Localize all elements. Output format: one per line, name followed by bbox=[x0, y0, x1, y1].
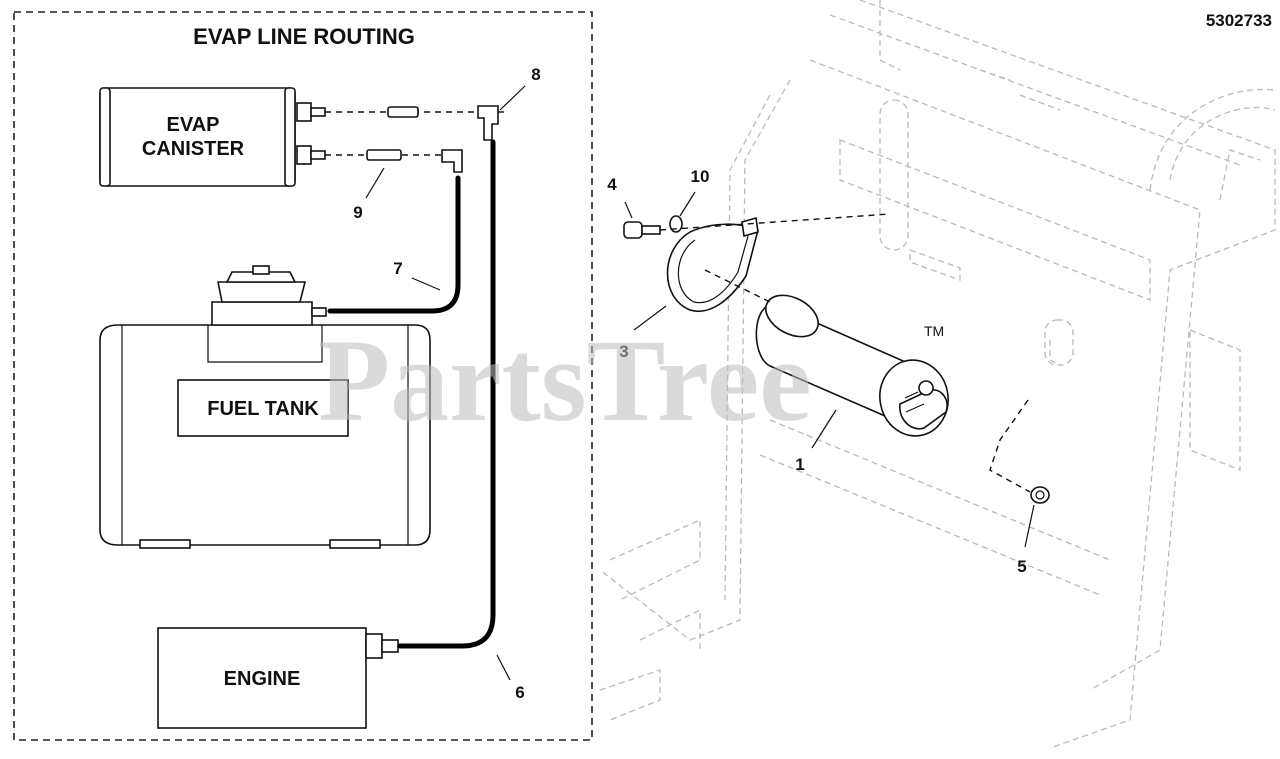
canister-lines bbox=[325, 105, 505, 173]
evap-canister bbox=[99, 87, 326, 187]
right-leaders bbox=[624, 191, 1035, 548]
hose-6 bbox=[397, 139, 496, 649]
hose-7 bbox=[327, 175, 461, 314]
fuel-tank-label: FUEL TANK bbox=[207, 398, 319, 420]
evap-canister-part bbox=[755, 294, 949, 437]
callout-8: 8 bbox=[531, 65, 540, 84]
frame-ghost bbox=[599, 0, 1276, 749]
engine-label: ENGINE bbox=[224, 668, 301, 690]
callout-10: 10 bbox=[691, 167, 710, 186]
routing-box bbox=[13, 11, 593, 741]
callout-4: 4 bbox=[607, 175, 617, 194]
callout-6: 6 bbox=[515, 683, 524, 702]
callout-3: 3 bbox=[619, 342, 628, 361]
watermark-tm: TM bbox=[924, 323, 944, 339]
washer bbox=[669, 215, 683, 233]
callout-9: 9 bbox=[353, 203, 362, 222]
fuel-tank bbox=[99, 265, 431, 549]
callout-7: 7 bbox=[393, 259, 402, 278]
screw bbox=[623, 221, 661, 239]
left-leaders bbox=[365, 85, 526, 681]
nut bbox=[1030, 486, 1050, 504]
evap-canister-label-2: CANISTER bbox=[142, 138, 245, 160]
routing-title: EVAP LINE ROUTING bbox=[193, 24, 415, 49]
mounting-strap bbox=[666, 216, 759, 313]
part-number: 5302733 bbox=[1206, 11, 1272, 30]
engine bbox=[157, 627, 399, 729]
callout-1: 1 bbox=[795, 455, 804, 474]
watermark: PartsTree bbox=[318, 315, 812, 446]
callout-5: 5 bbox=[1017, 557, 1026, 576]
evap-canister-label-1: EVAP bbox=[167, 114, 220, 136]
